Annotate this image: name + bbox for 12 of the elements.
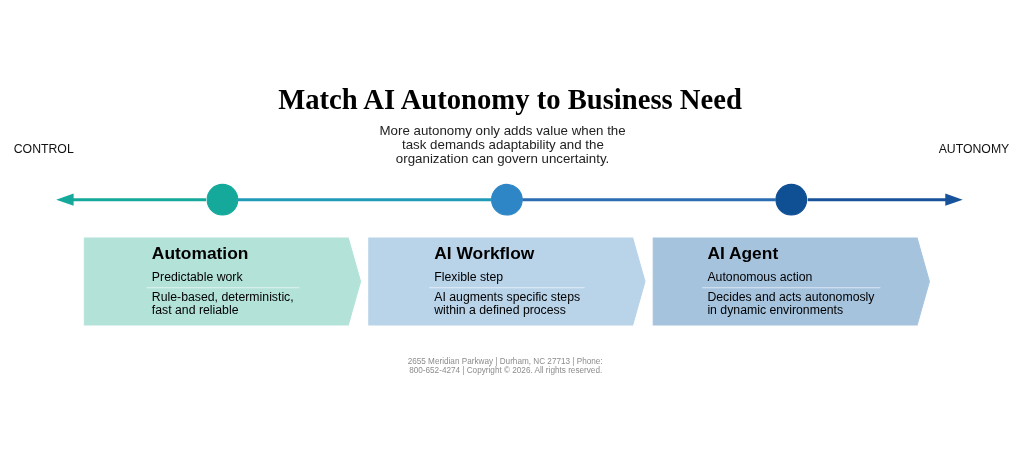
diagram-title: Match AI Autonomy to Business Need: [278, 82, 742, 115]
label: 2655 Meridian Parkway | Durham, NC 27713 | Phone: 800-652-4274 | Copyright © 2026. All rights reserved.: [407, 356, 603, 375]
arrow: [56, 193, 207, 206]
node-circle: [775, 183, 808, 216]
label: AUTONOMY: [938, 141, 1010, 156]
label: More autonomy only adds value when the task demands adaptability and the organization can govern uncertainty.: [379, 122, 626, 166]
arrow: [807, 193, 963, 206]
node-circle: [206, 183, 239, 216]
connector: [522, 197, 776, 201]
node-circle: [491, 183, 523, 216]
label: CONTROL: [13, 141, 74, 156]
connector: [237, 197, 492, 201]
